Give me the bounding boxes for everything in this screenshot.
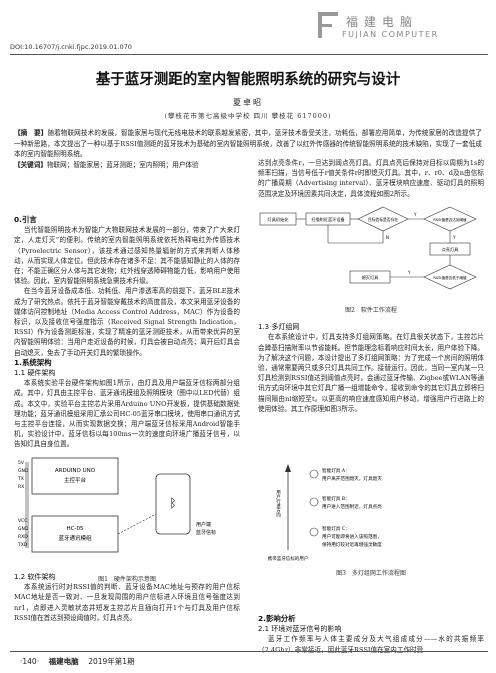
left-column: 0.引言 当代智能照明技术为智能广大物联网技术发展的一部分，带来了广大来灯定，人… <box>14 215 240 585</box>
flow-node-2: 扫描附近蓝牙设备 <box>311 216 345 223</box>
phone-label: 用户端 <box>196 521 211 528</box>
lamp-b-icon <box>309 497 319 507</box>
heading-factors: 2.影响分析 <box>258 614 296 623</box>
pin2-1: VCC <box>18 518 27 524</box>
flow-node-3: 目标信标是否存在 <box>368 217 399 222</box>
arrow-label: 用户行进方向 <box>276 490 281 517</box>
flow-node-1: 灯具初始化 <box>268 216 290 223</box>
lamp-c-desc-2: 保持用灯较对近再增强灵敏度 <box>322 541 382 548</box>
software-p1: 本系统运行时对RSSI值的判断、蓝牙设备MAC地址与预存的用户信标MAC地址是否… <box>14 583 240 622</box>
footer-rule <box>10 651 488 652</box>
intro-p2: 在当今蓝牙设备成本低、功耗低、用户渗透率高的前提下，蓝牙BLE技术成为了研究热点… <box>14 287 240 357</box>
figure-2: 灯具初始化 扫描附近蓝牙设备 目标信标是否存在 Y RSSI值是否达到阈值 Y … <box>258 203 484 316</box>
abstract: 【摘 要】随着物联网技术的发展，智能家居与现代无线电技术的联系越发紧密，其中，蓝… <box>14 128 482 170</box>
page-number: ·140· <box>20 657 40 666</box>
doi: DOI:10.16707/j.cnki.fjpc.2019.01.070 <box>10 43 132 51</box>
pin2-3: RXD <box>18 534 28 540</box>
figure-3-caption: 图3 多灯组网工作流程图 <box>336 570 406 578</box>
lamp-a-title: 智能灯具 A： <box>322 467 350 474</box>
lamp-c-title: 智能灯具 C： <box>322 525 350 532</box>
flow-yes-3: Y <box>407 270 411 275</box>
keywords-label: 【关键词】 <box>14 160 47 169</box>
design-p1: 本系统实验平台硬件架构如图1所示，由灯具及用户端蓝牙信标两部分组成。其中，灯具由… <box>14 379 240 449</box>
abstract-text: 随着物联网技术的发展，智能家居与现代无线电技术的联系越发紧密，其中，蓝牙技术备受… <box>14 129 482 159</box>
figure-3: 用户行进方向 智能灯具 A： 用户离开范围熄灭，灯具熄灭 智能灯具 B： 用户进… <box>258 460 484 579</box>
masthead-cn: 福建电脑 <box>346 15 419 29</box>
pin2-2: GND <box>18 526 29 532</box>
multi-p1: 在本系统设计中，灯具支持多灯组网策略。在灯具很关状态下，主控芯片会蹲基扫描附率以… <box>258 333 484 413</box>
pin-3: TX <box>17 476 24 482</box>
phone-sub: 蓝牙信标 <box>196 529 216 536</box>
right-p1: 达到点亮条件r，一旦达到阈点亮灯具。灯具点亮后保持对目标以周期为1s的频率扫描，… <box>258 159 484 198</box>
journal-logo-icon <box>318 12 338 38</box>
user-label: 携带蓝牙信标的用户 <box>268 555 309 562</box>
journal-masthead: 福建电脑 FUJIAN COMPUTER <box>318 10 488 50</box>
flow-node-7: 熄灭灯具 <box>362 274 380 281</box>
factors-p1: 蓝牙工作频率与人体主要成分及大气组成成分——水的共振频率（2.4Ghz）非常接近… <box>258 635 484 654</box>
affiliation: (攀枝花市第七高级中学校 四川 攀枝花 617000) <box>164 112 332 120</box>
flow-node-5: 点亮灯具 <box>442 246 460 253</box>
subheading-hardware: 1.1 硬件架构 <box>14 369 56 378</box>
footer-journal: 福建电脑 <box>48 657 79 666</box>
pin-4: RX <box>18 484 24 490</box>
pin-1: 5V <box>18 460 25 466</box>
masthead-en: FUJIAN COMPUTER <box>342 30 439 39</box>
pin2-4: TXD <box>17 542 28 548</box>
bt-sub: 蓝牙通讯模组 <box>58 534 92 542</box>
mcu-label: ARDUINO UNO <box>55 468 96 474</box>
figure-2-caption: 图2 软件工作流程 <box>345 307 397 315</box>
page-footer: ·140· 福建电脑 2019年第1期 <box>20 656 135 667</box>
right-column-top: 达到点亮条件r，一旦达到阈点亮灯具。灯具点亮后保持对目标以周期为1s的频率扫描，… <box>258 158 484 414</box>
flowchart: 灯具初始化 扫描附近蓝牙设备 目标信标是否存在 Y RSSI值是否达到阈值 Y … <box>259 206 477 290</box>
pin-2: GND <box>18 468 29 474</box>
flow-yes-2: Y <box>452 235 456 240</box>
intro-p1: 当代智能照明技术为智能广大物联网技术发展的一部分，带来了广大来灯定，人走灯灭”的… <box>14 226 240 286</box>
flow-node-4: RSSI值是否达到阈值 <box>433 217 467 222</box>
lamp-a-icon <box>309 469 319 479</box>
lamp-b-desc: 用户进入范围附近，灯具点亮 <box>322 503 382 510</box>
flow-yes-1: Y <box>413 212 417 217</box>
heading-design: 1.系统架构 <box>14 357 52 367</box>
multi-light-diagram: 用户行进方向 智能灯具 A： 用户离开范围熄灭，灯具熄灭 智能灯具 B： 用户进… <box>268 464 382 562</box>
right-column-bottom: 2.影响分析 2.1 环境对蓝牙信号的影响 蓝牙工作频率与人体主要成分及大气组成… <box>258 614 484 655</box>
bt-label: HC-05 <box>67 526 84 532</box>
flow-no-1: N <box>386 235 389 240</box>
subheading-multi: 1.3 多灯组网 <box>258 323 300 332</box>
mcu-sub: 主控平台 <box>64 476 87 484</box>
footer-issue: 2019年第1期 <box>88 657 135 666</box>
hardware-diagram: ARDUINO UNO 主控平台 5V GND TX RX HC-05 蓝牙通讯… <box>17 457 216 553</box>
lamp-a-desc: 用户离开范围熄灭，灯具熄灭 <box>322 475 382 482</box>
header-rule <box>10 54 488 55</box>
phone-icon <box>155 473 191 535</box>
author: 夏卓昭 <box>233 98 263 107</box>
heading-intro: 0.引言 <box>14 215 37 224</box>
left-column-bottom: 1.2 软件架构 本系统运行时对RSSI值的判断、蓝牙设备MAC地址与预存的用户… <box>14 572 240 623</box>
figure-1-caption: 图1 硬件架构示意图 <box>98 575 156 583</box>
lamp-b-title: 智能灯具 B： <box>322 495 350 502</box>
keywords-text: 物联网；智能家居；蓝牙测距；室内照明；用户体验 <box>46 160 199 169</box>
paper-title: 基于蓝牙测距的室内智能照明系统的研究与设计 <box>95 72 401 88</box>
lamp-c-desc-1: 用户可能即将进入该照范围， <box>322 533 382 540</box>
lamp-c-icon <box>309 527 319 537</box>
bluetooth-icon: ᛒ <box>169 496 176 510</box>
abstract-label: 【摘 要】 <box>14 129 48 137</box>
flow-node-6: RSSI值是否低于阈值 <box>433 275 467 280</box>
figure-1: ARDUINO UNO 主控平台 5V GND TX RX HC-05 蓝牙通讯… <box>14 454 240 585</box>
subheading-software: 1.2 软件架构 <box>14 573 56 581</box>
subheading-env: 2.1 环境对蓝牙信号的影响 <box>258 625 342 634</box>
